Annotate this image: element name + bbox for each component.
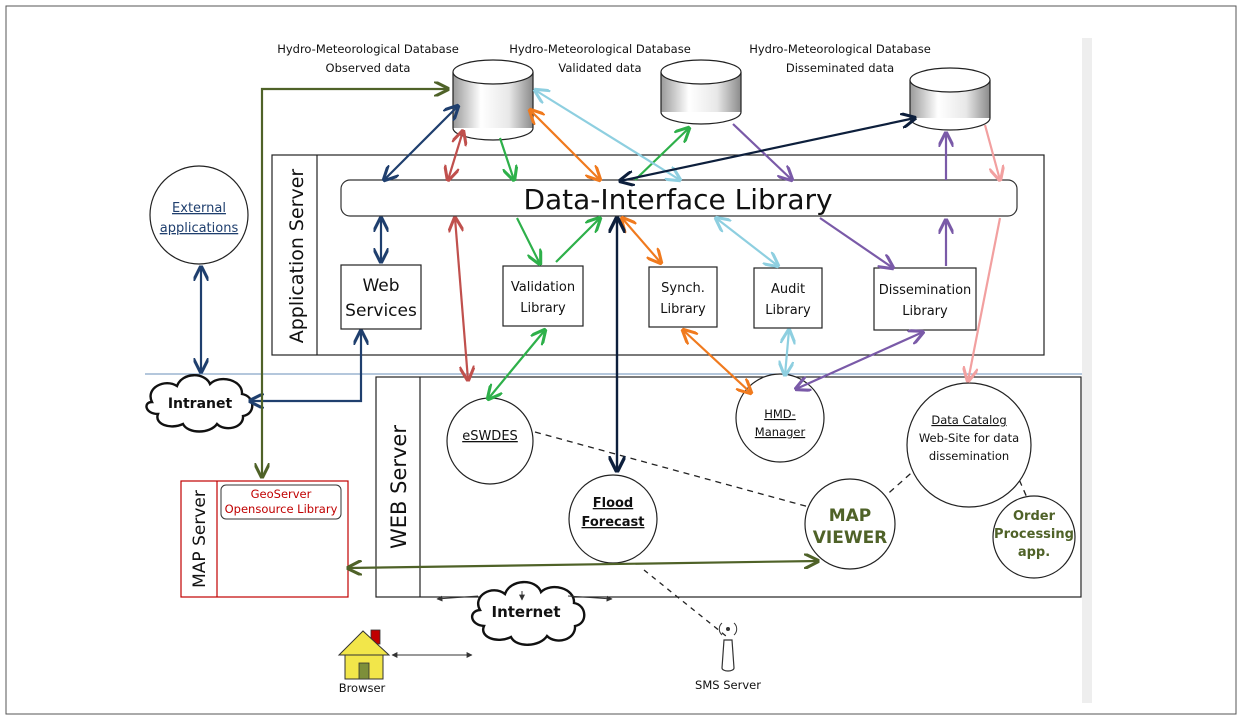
data-catalog-label-3: dissemination [929,449,1009,463]
audit-library-box [753,267,823,329]
external-applications-node [149,165,249,265]
map-viewer-label-2[interactable]: VIEWER [813,528,888,548]
eswdes-label[interactable]: eSWDES [462,429,518,444]
external-applications-label-1[interactable]: External [172,201,226,216]
web-services-label-2: Services [345,301,417,321]
order-processing-node [992,495,1076,579]
db-disseminated-caption-1: Hydro-Meteorological Database [749,42,931,56]
arrow-olive-geoserver-db [262,89,448,477]
arrow-internet-web-right [567,595,613,602]
arrow-green-validation-dil [555,218,600,263]
dissemination-library-box [873,267,977,331]
arrow-red-db-dil [448,131,463,180]
db-validated-caption-2: Validated data [558,61,641,75]
map-viewer-node [804,478,896,570]
geoserver-label-1: GeoServer [251,487,312,501]
database-validated-icon [660,59,742,125]
arrow-orange-dil-synch [622,218,661,263]
synch-library-box [648,266,718,328]
data-interface-library-label: Data-Interface Library [523,183,832,216]
eswdes-mapviewer-dashed [534,431,821,511]
arrow-green-db-dil [498,137,514,180]
web-services-label-1: Web [362,276,399,296]
flood-forecast-label-2[interactable]: Forecast [582,515,645,530]
validation-library-label-1: Validation [511,280,575,295]
validation-library-box [502,265,584,327]
outer-frame [5,5,1237,715]
order-processing-label-3[interactable]: app. [1018,545,1050,560]
order-processing-label-1[interactable]: Order [1013,509,1056,524]
database-observed-icon [452,59,534,141]
synch-library-label-1: Synch. [661,281,705,296]
flood-forecast-label-1[interactable]: Flood [593,496,634,511]
arrow-orange-synch-hmd [683,330,751,393]
intranet-cloud-icon [145,374,254,433]
arrow-darknavy-dil-disseminated-db [620,118,915,181]
internet-cloud-icon [471,580,586,646]
geoserver-label-2: Opensource Library [225,502,338,516]
audit-library-label-2: Library [765,303,811,318]
arrow-lightblue-audit-hmd [785,330,789,375]
right-margin-strip [1082,38,1092,703]
web-server-label: WEB Server [387,425,411,549]
application-server-label: Application Server [286,169,308,344]
map-viewer-label-1[interactable]: MAP [829,506,872,526]
flood-sms-dashed [643,569,727,637]
database-disseminated-icon [909,67,991,131]
intranet-label: Intranet [168,396,233,412]
arrow-olive-mapserver-mapviewer [348,561,818,568]
sms-server-label: SMS Server [695,678,761,692]
synch-library-label-2: Library [660,302,706,317]
audit-library-label-1: Audit [771,282,805,297]
arrow-pink-db-dil [983,124,1000,180]
arrow-internet-web-left [436,595,479,602]
dissemination-library-label-2: Library [902,304,948,319]
arrow-red-dil-eswdes [455,218,468,380]
db-observed-caption-1: Hydro-Meteorological Database [277,42,459,56]
db-validated-caption-1: Hydro-Meteorological Database [509,42,691,56]
hmd-manager-label-1[interactable]: HMD- [764,407,796,421]
db-observed-caption-2: Observed data [326,61,411,75]
order-processing-label-2[interactable]: Processing [994,527,1074,542]
dissemination-library-label-1: Dissemination [879,283,972,298]
arrow-purple-dil-dissemination [819,217,893,268]
external-applications-label-2[interactable]: applications [160,221,239,236]
data-catalog-label-2: Web-Site for data [919,431,1019,445]
hmd-manager-label-2[interactable]: Manager [755,425,806,439]
data-catalog-label-1[interactable]: Data Catalog [931,413,1006,427]
geoserver-box [220,484,342,520]
sms-antenna-icon [718,622,738,672]
arrow-green-dil-validation [516,217,540,264]
data-catalog-node [906,382,1032,508]
arrow-purple-dissemination-hmd [796,332,923,389]
arrow-lightblue-dil-audit [716,218,778,266]
house-icon [337,629,391,680]
browser-label: Browser [339,681,386,695]
map-server-label: MAP Server [190,490,210,588]
arrow-green-validation-eswdes [488,330,545,399]
internet-label: Internet [491,603,560,621]
validation-library-label-2: Library [520,301,566,316]
db-disseminated-caption-2: Disseminated data [786,61,894,75]
arrow-pink-dil-datacatalog [968,217,1002,381]
